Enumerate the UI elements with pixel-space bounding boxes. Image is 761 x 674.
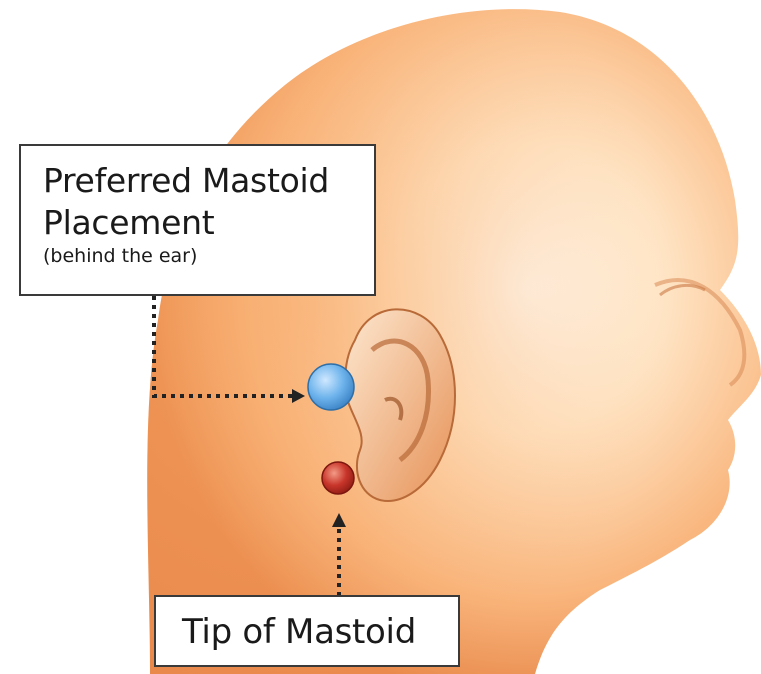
preferred-placement-title-line1: Preferred Mastoid <box>43 160 374 202</box>
preferred-placement-marker <box>308 364 354 410</box>
head-shadow <box>147 9 761 674</box>
tip-of-mastoid-label-box: Tip of Mastoid <box>154 595 460 667</box>
preferred-placement-note: (behind the ear) <box>43 244 374 268</box>
preferred-placement-title-line2: Placement <box>43 202 374 244</box>
tip-of-mastoid-label: Tip of Mastoid <box>182 611 458 653</box>
tip-of-mastoid-marker <box>322 462 354 494</box>
preferred-placement-label-box: Preferred Mastoid Placement (behind the … <box>19 144 376 296</box>
